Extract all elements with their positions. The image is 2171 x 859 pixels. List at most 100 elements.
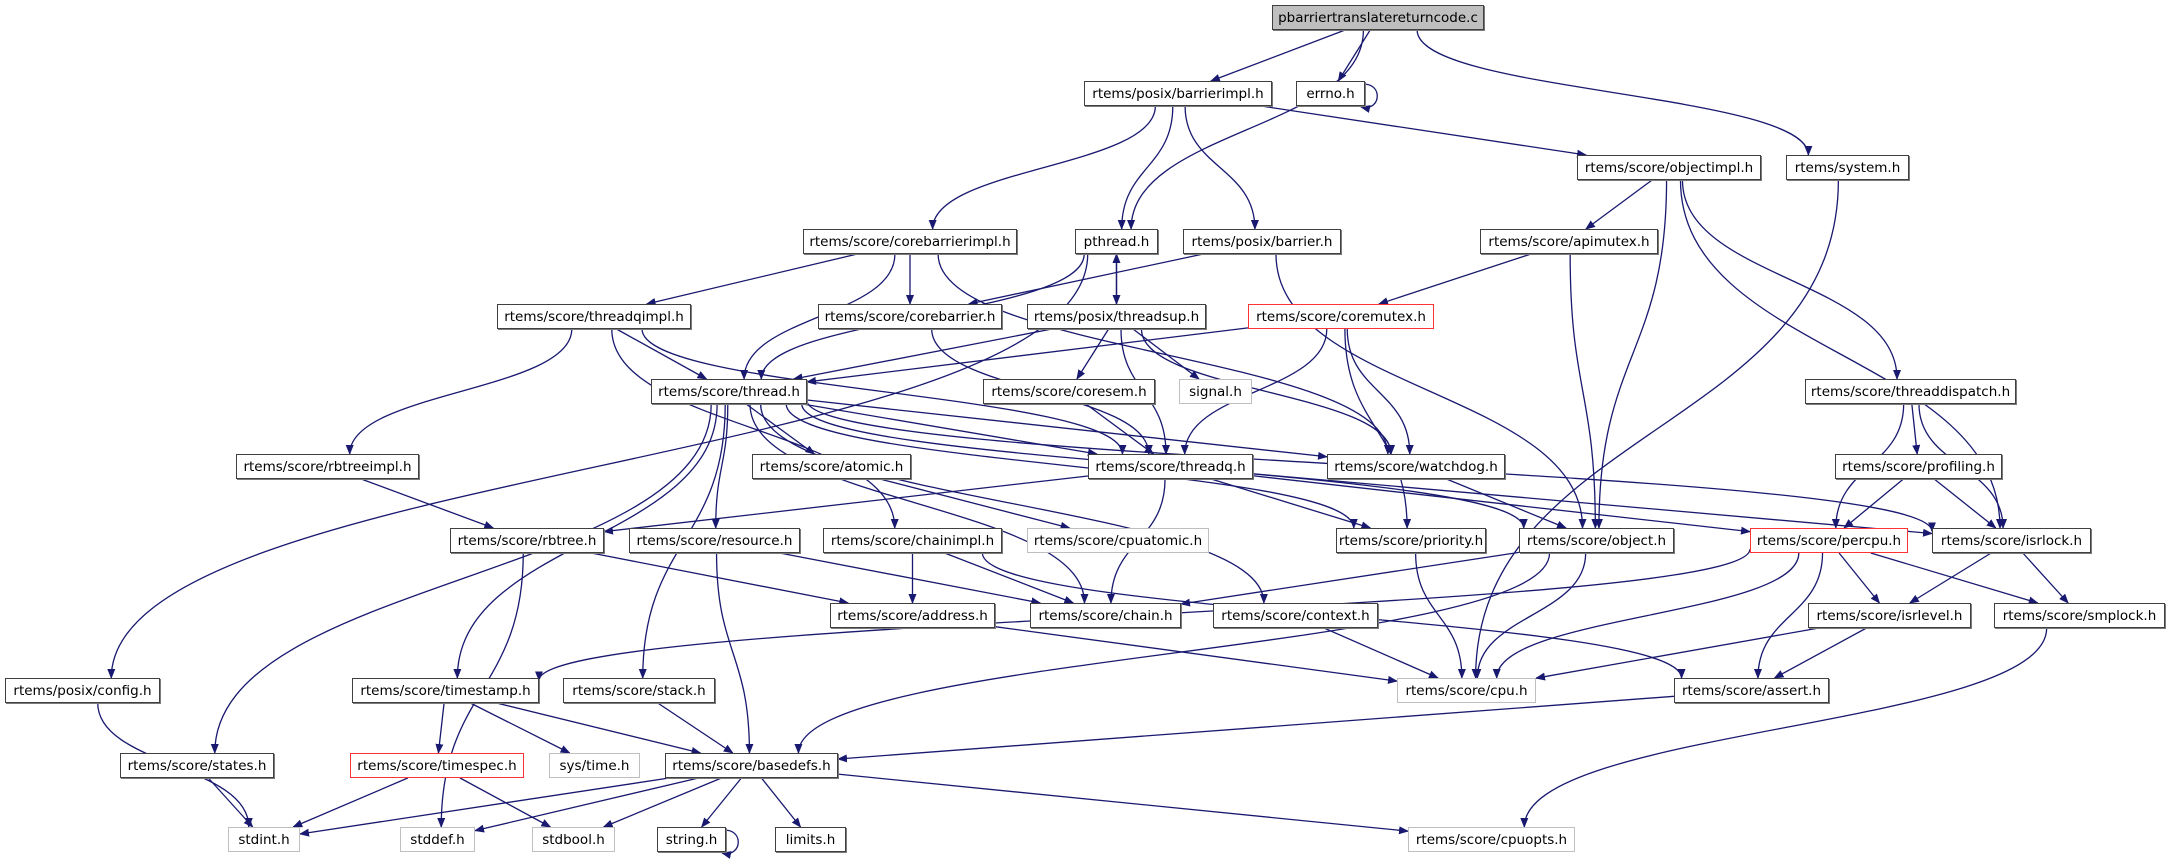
edge-percpu-to-assert	[1753, 552, 1824, 679]
node-coresem[interactable]: rtems/score/coresem.h	[983, 379, 1155, 404]
node-isrlock[interactable]: rtems/score/isrlock.h	[1932, 528, 2091, 553]
edge-threadqimpl-to-chainimpl	[611, 328, 899, 529]
node-priority[interactable]: rtems/score/priority.h	[1336, 528, 1486, 553]
edge-objectimpl-to-apimutex	[1585, 179, 1653, 230]
edge-thread-to-context	[759, 403, 1268, 604]
node-system[interactable]: rtems/system.h	[1786, 155, 1909, 180]
edge-address-to-cpu	[994, 626, 1398, 684]
node-sys-time: sys/time.h	[549, 753, 640, 778]
edge-apimutex-to-object	[1569, 253, 1600, 529]
edge-profiling-to-isrlock	[1933, 478, 1997, 529]
edge-timestamp-to-basedefs	[496, 702, 702, 755]
node-pthread[interactable]: pthread.h	[1075, 229, 1158, 254]
edge-thread-to-resource	[711, 403, 729, 529]
edge-threadqimpl-to-thread	[616, 328, 708, 380]
node-config[interactable]: rtems/posix/config.h	[5, 678, 160, 703]
node-object[interactable]: rtems/score/object.h	[1519, 528, 1674, 553]
edge-objectimpl-to-object	[1594, 179, 1668, 529]
node-root-file: pbarriertranslatereturncode.c	[1272, 5, 1484, 30]
edge-isrlock-to-smplock	[2022, 552, 2069, 604]
edge-barrier-to-corebarrier	[967, 253, 1204, 307]
node-stack[interactable]: rtems/score/stack.h	[563, 678, 715, 703]
edge-thread-to-atomic	[745, 403, 816, 455]
node-rbtree[interactable]: rtems/score/rbtree.h	[450, 528, 604, 553]
edge-object-to-basedefs	[794, 552, 1551, 754]
node-timestamp[interactable]: rtems/score/timestamp.h	[352, 678, 539, 703]
node-assert[interactable]: rtems/score/assert.h	[1674, 678, 1829, 703]
edge-basedefs-to-limits	[760, 777, 802, 828]
edge-corebarrierimpl-to-watchdog	[937, 253, 1392, 455]
edge-resource-to-basedefs	[715, 552, 754, 754]
edge-priority-to-cpu	[1414, 552, 1466, 679]
edge-root-to-errno	[1337, 29, 1371, 82]
edge-thread-to-states	[210, 403, 712, 754]
node-limits[interactable]: limits.h	[775, 827, 846, 852]
node-corebarrier[interactable]: rtems/score/corebarrier.h	[818, 304, 1002, 329]
node-threadqimpl[interactable]: rtems/score/threadqimpl.h	[497, 304, 691, 329]
edge-coremutex-to-priority	[1344, 328, 1412, 529]
node-coremutex[interactable]: rtems/score/coremutex.h	[1248, 304, 1434, 329]
node-barrier[interactable]: rtems/posix/barrier.h	[1183, 229, 1341, 254]
edge-barrierimpl-to-barrier	[1184, 105, 1259, 230]
edge-root-to-system	[1416, 29, 1813, 156]
node-atomic[interactable]: rtems/score/atomic.h	[752, 454, 911, 479]
edge-threadq-to-percpu	[1252, 475, 1751, 535]
edge-basedefs-to-cpuopts	[837, 773, 1409, 835]
edge-stack-to-basedefs	[657, 702, 734, 754]
edge-barrierimpl-to-pthread	[1117, 105, 1174, 230]
node-address[interactable]: rtems/score/address.h	[830, 603, 995, 628]
edge-coremutex-to-threadq	[1180, 328, 1328, 455]
node-stdint: stdint.h	[228, 827, 300, 852]
node-objectimpl[interactable]: rtems/score/objectimpl.h	[1577, 155, 1761, 180]
node-threadsup[interactable]: rtems/posix/threadsup.h	[1027, 304, 1206, 329]
node-threadq[interactable]: rtems/score/threadq.h	[1088, 454, 1253, 479]
edge-thread-to-priority	[785, 403, 1358, 529]
node-errno[interactable]: errno.h	[1296, 81, 1365, 106]
node-thread[interactable]: rtems/score/thread.h	[651, 379, 807, 404]
node-chain[interactable]: rtems/score/chain.h	[1030, 603, 1181, 628]
node-string[interactable]: string.h	[657, 827, 726, 852]
node-timespec[interactable]: rtems/score/timespec.h	[350, 753, 524, 778]
edge-threadq-to-priority	[1210, 478, 1372, 530]
edge-states-to-stdint	[207, 777, 254, 828]
node-resource[interactable]: rtems/score/resource.h	[629, 528, 800, 553]
edge-coremutex-to-thread	[806, 327, 1249, 385]
node-cpuopts: rtems/score/cpuopts.h	[1408, 827, 1575, 852]
edge-isrlevel-to-cpu	[1535, 627, 1820, 681]
edge-threadq-to-rbtree	[603, 475, 1089, 535]
node-chainimpl[interactable]: rtems/score/chainimpl.h	[823, 528, 1002, 553]
node-basedefs[interactable]: rtems/score/basedefs.h	[665, 753, 838, 778]
edge-apimutex-to-coremutex	[1378, 253, 1532, 305]
edge-atomic-to-cpuatomic	[879, 478, 1071, 530]
edge-pthread-to-config	[107, 253, 1089, 679]
edge-object-to-chain	[1180, 551, 1520, 607]
edge-watchdog-to-object	[1446, 478, 1567, 529]
node-context[interactable]: rtems/score/context.h	[1213, 603, 1378, 628]
node-isrlevel[interactable]: rtems/score/isrlevel.h	[1808, 603, 1971, 628]
node-barrierimpl[interactable]: rtems/posix/barrierimpl.h	[1084, 81, 1272, 106]
edge-basedefs-to-stdint	[299, 777, 670, 837]
edge-percpu-to-cpu	[1492, 552, 1800, 679]
edge-isrlevel-to-assert	[1773, 627, 1867, 679]
edge-root-to-pthread	[1127, 29, 1365, 230]
node-percpu[interactable]: rtems/score/percpu.h	[1750, 528, 1908, 553]
edge-threaddispatch-to-profiling	[1911, 403, 1921, 455]
edge-coresem-to-threadq	[1085, 403, 1155, 455]
node-rbtreeimpl[interactable]: rtems/score/rbtreeimpl.h	[236, 454, 419, 479]
node-apimutex[interactable]: rtems/score/apimutex.h	[1480, 229, 1658, 254]
edge-threadsup-to-signal	[1132, 328, 1200, 380]
node-profiling[interactable]: rtems/score/profiling.h	[1835, 454, 2002, 479]
node-smplock[interactable]: rtems/score/smplock.h	[1994, 603, 2165, 628]
node-cpuatomic: rtems/score/cpuatomic.h	[1027, 528, 1209, 553]
edge-assert-to-basedefs	[837, 695, 1675, 763]
node-threaddispatch[interactable]: rtems/score/threaddispatch.h	[1805, 379, 2016, 404]
edge-isrlock-to-isrlevel	[1908, 552, 1992, 604]
node-states[interactable]: rtems/score/states.h	[120, 753, 274, 778]
edge-context-to-cpu	[1323, 627, 1439, 679]
edge-thread-to-threadq	[802, 403, 1098, 457]
node-corebarrierimpl[interactable]: rtems/score/corebarrierimpl.h	[803, 229, 1017, 254]
node-watchdog[interactable]: rtems/score/watchdog.h	[1327, 454, 1505, 479]
node-stdbool: stdbool.h	[532, 827, 615, 852]
node-stddef: stddef.h	[400, 827, 475, 852]
